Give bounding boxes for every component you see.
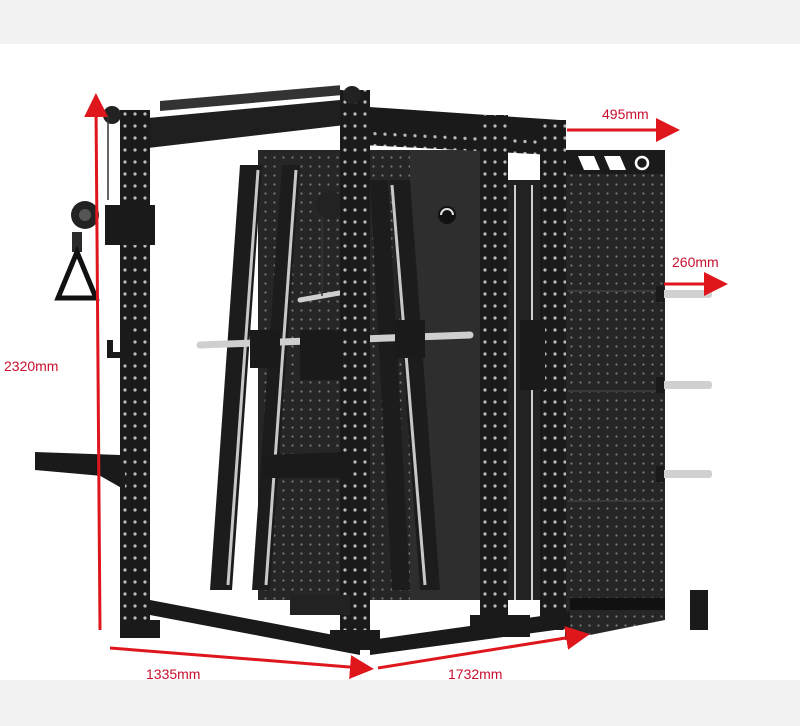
top-side-label: 495mm — [602, 106, 649, 122]
height-label: 2320mm — [4, 358, 59, 374]
side-arm — [35, 452, 125, 490]
rear-uprights — [470, 115, 566, 637]
front-center-upright — [262, 86, 380, 650]
weight-pegs — [656, 286, 712, 482]
peg-length-label: 260mm — [672, 254, 719, 270]
top-band — [0, 0, 800, 44]
cable-pulley — [54, 201, 155, 301]
depth-arrow — [377, 626, 590, 670]
smith-machine-guides — [210, 165, 440, 590]
width-label: 1335mm — [146, 666, 201, 682]
height-arrow — [84, 93, 109, 631]
base-frame — [150, 595, 570, 655]
dimension-arrows — [84, 93, 728, 680]
lat-bar — [297, 191, 348, 303]
width-arrow — [109, 646, 374, 680]
side-pegboard-panel — [565, 150, 708, 640]
left-upright — [103, 106, 160, 638]
j-hook — [107, 322, 128, 358]
depth-label: 1732mm — [448, 666, 503, 682]
bottom-band — [0, 680, 800, 726]
